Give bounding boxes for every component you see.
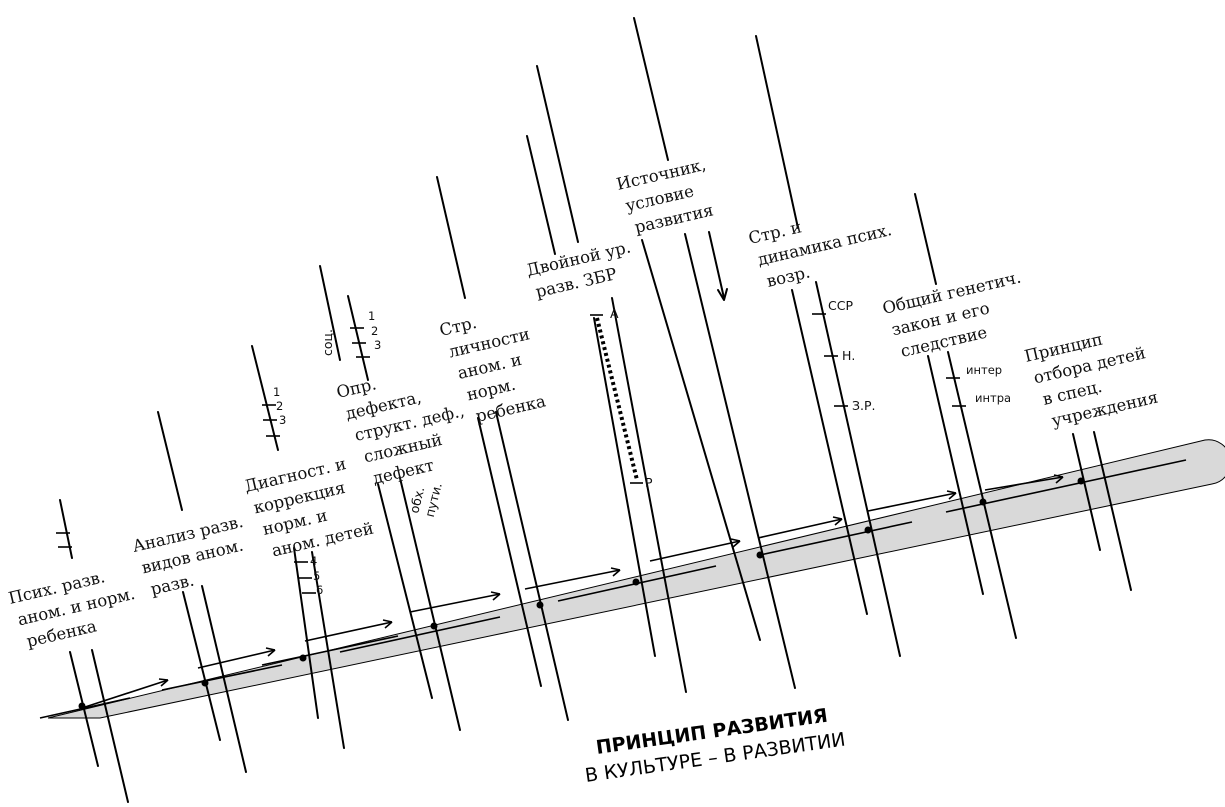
obh-line: обх. [406,485,427,515]
node-label-1: Псих. разв. аном. и норм. ребенка [7,560,147,652]
zbr-dotted-segment [595,317,639,481]
age-mark-zr: З.Р. [852,398,876,413]
genetic-mark-inter: интер [966,363,1002,377]
node-label-10: Принцип отбора детей в спец. учреждения [1023,320,1163,434]
num-top-b-3: 3 [374,338,381,352]
diagonal-lines [59,17,1132,803]
num-top-a-2: 2 [276,399,283,413]
zbr-mark-p: P [645,475,653,490]
source-arrow [708,231,728,301]
node-label-line: возр. [765,263,812,291]
age-mark-n: Н. [842,348,855,363]
obh-mark: обх. пути. [406,477,445,518]
num-top-a-1: 1 [273,385,280,399]
node-label-3: Диагност. и коррекция норм. и аном. дете… [243,451,376,563]
node-label-2: Анализ разв. видов аном. разв. [131,511,261,601]
num-top-a-3: 3 [279,413,286,427]
timeline-axis [39,697,131,719]
genetic-mark-intra: интра [975,391,1011,405]
num-top-b-2: 2 [371,324,378,338]
node-label-9: Общий генетич. закон и его следствие [881,266,1039,362]
soc-mark: соц. [320,329,335,356]
node-label-line: разв. [149,571,196,599]
num-top-b-1: 1 [368,309,375,323]
node-label-line: Стр. [438,313,479,340]
num-bottom-6: 6 [316,583,323,597]
num-bottom-4: 4 [310,554,317,568]
num-bottom-5: 5 [313,569,320,583]
obh-line: пути. [422,481,445,519]
node-label-6: Двойной ур. разв. ЗБР [525,236,643,302]
zbr-mark-a: A [610,306,619,321]
tick-marks [56,313,966,594]
node-label-8: Стр. и динамика псих. возр. [747,196,904,292]
age-mark-ssr: ССР [828,298,853,313]
node-label-7: Источник, условие развития [615,154,724,239]
